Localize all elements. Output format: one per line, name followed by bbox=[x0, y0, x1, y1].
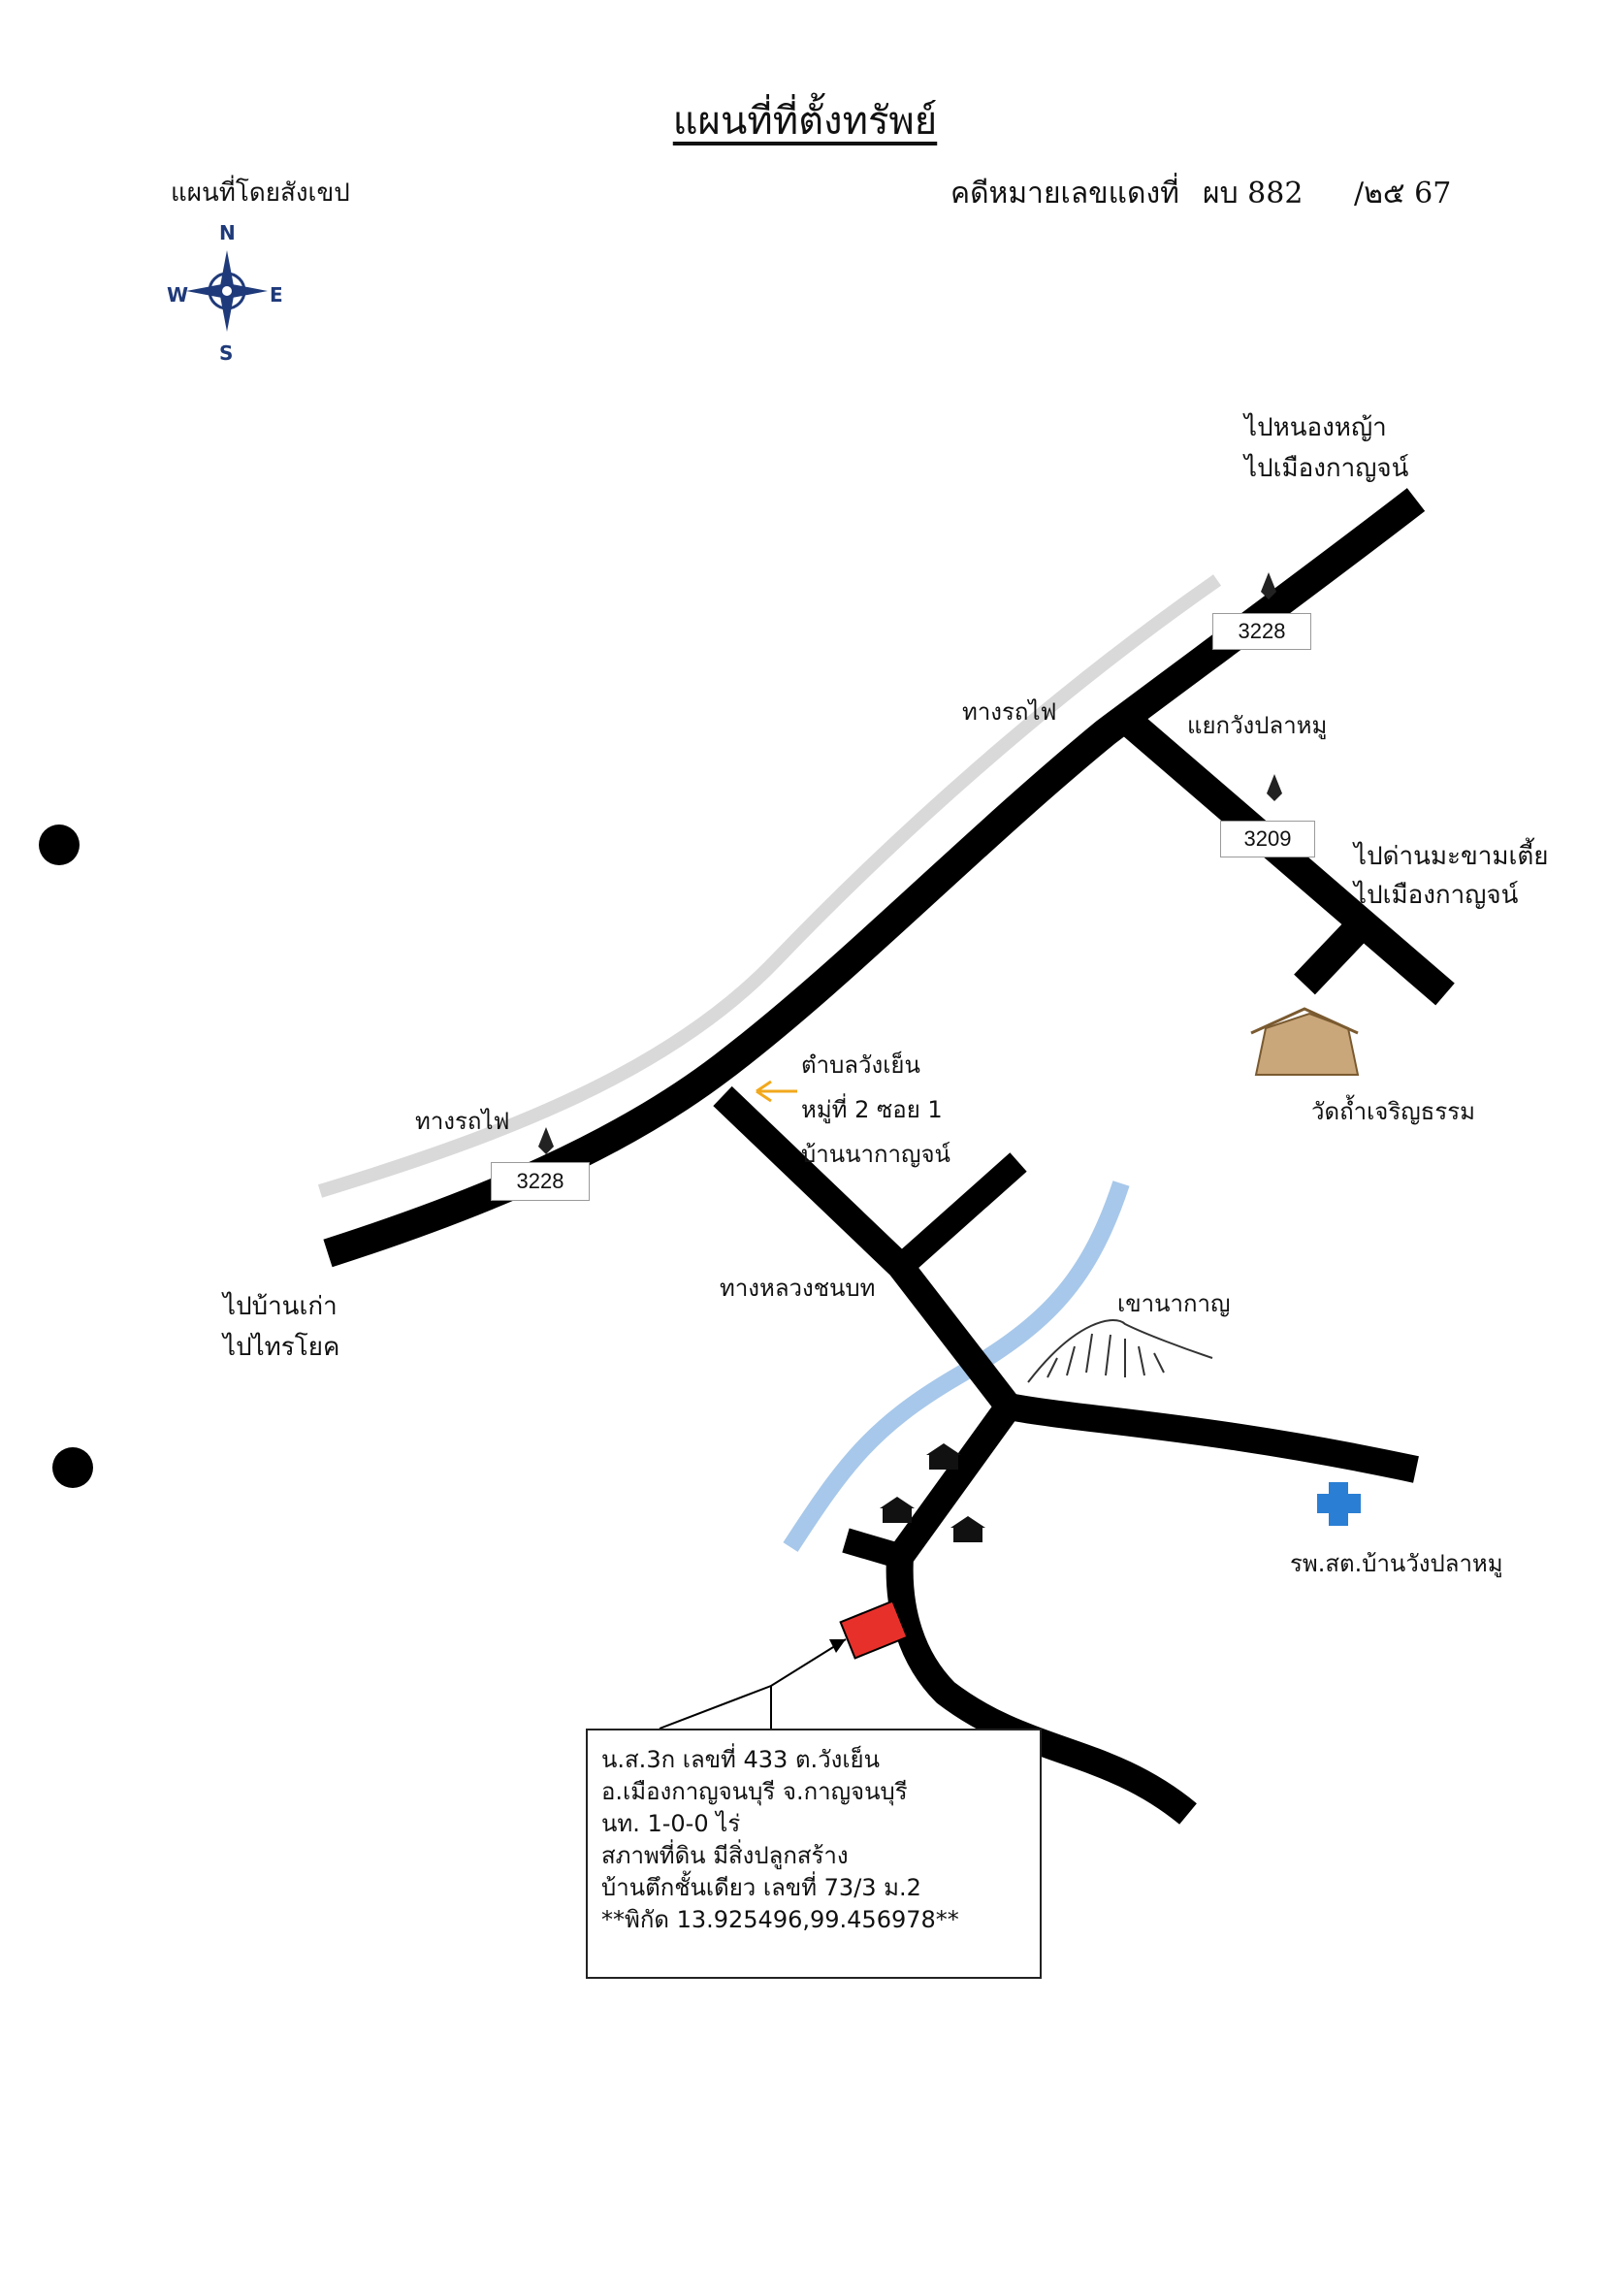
house-icon bbox=[880, 1497, 915, 1523]
hospital-icon bbox=[1317, 1482, 1361, 1526]
case-year: /๒๕ 67 bbox=[1354, 177, 1452, 210]
label-ban-na: บ้านนากาญจน์ bbox=[801, 1141, 950, 1168]
temple-icon bbox=[1250, 1007, 1360, 1076]
route-sign-3209: 3209 bbox=[1220, 821, 1315, 857]
road-3209-spur bbox=[1294, 913, 1373, 995]
label-junction: แยกวังปลาหมู bbox=[1187, 712, 1328, 739]
info-line-deed: น.ส.3ก เลขที่ 433 ต.วังเย็น bbox=[601, 1746, 881, 1773]
house-icon bbox=[950, 1516, 985, 1542]
road-south-spur bbox=[842, 1528, 916, 1572]
label-mountain: เขานากาญ bbox=[1117, 1290, 1231, 1317]
info-line-area: นท. 1-0-0 ไร่ bbox=[601, 1810, 741, 1837]
property-pointer bbox=[659, 1638, 847, 1730]
label-to-ban-kao: ไปบ้านเก่า bbox=[223, 1292, 338, 1321]
label-to-dan: ไปด่านมะขามเตี้ย bbox=[1354, 842, 1549, 871]
label-railway-top: ทางรถไฟ bbox=[962, 698, 1057, 726]
compass-n: N bbox=[219, 221, 236, 244]
label-rural-road: ทางหลวงชนบท bbox=[720, 1275, 876, 1302]
railway-line bbox=[317, 574, 1222, 1198]
road-3209 bbox=[1120, 711, 1455, 1006]
info-line-building: บ้านตึกชั้นเดียว เลขที่ 73/3 ม.2 bbox=[601, 1874, 921, 1901]
garuda-emblem-icon bbox=[538, 572, 1282, 1154]
mountain-icon bbox=[1027, 1319, 1213, 1383]
compass-rose-icon bbox=[186, 250, 268, 332]
info-line-district: อ.เมืองกาญจนบุรี จ.กาญจนบุรี bbox=[601, 1778, 908, 1805]
label-to-mueang-1: ไปเมืองกาญจน์ bbox=[1244, 454, 1409, 483]
map-subtitle: แผนที่โดยสังเขป bbox=[171, 178, 350, 208]
info-line-coordinates: **พิกัด 13.925496,99.456978** bbox=[601, 1906, 959, 1933]
label-temple: วัดถ้ำเจริญธรรม bbox=[1311, 1098, 1475, 1125]
location-arrow bbox=[756, 1080, 797, 1103]
label-to-sai-yok: ไปไทรโยค bbox=[223, 1333, 340, 1362]
label-to-mueang-2: ไปเมืองกาญจน์ bbox=[1354, 881, 1519, 910]
compass-w: W bbox=[167, 283, 189, 307]
river bbox=[783, 1180, 1130, 1552]
info-line-condition: สภาพที่ดิน มีสิ่งปลูกสร้าง bbox=[601, 1842, 849, 1869]
route-sign-3228-top: 3228 bbox=[1212, 613, 1311, 650]
label-railway-left: ทางรถไฟ bbox=[415, 1108, 510, 1135]
case-label: คดีหมายเลขแดงที่ bbox=[950, 177, 1179, 210]
compass-e: E bbox=[270, 283, 283, 307]
page-title: แผนที่ที่ตั้งทรัพย์ bbox=[672, 99, 938, 144]
case-number: ผบ 882 bbox=[1203, 177, 1304, 210]
property-marker bbox=[839, 1600, 909, 1660]
property-info-box: น.ส.3ก เลขที่ 433 ต.วังเย็น อ.เมืองกาญจน… bbox=[586, 1729, 1042, 1979]
route-sign-3228-left: 3228 bbox=[491, 1162, 590, 1201]
punch-hole bbox=[52, 1447, 93, 1488]
label-to-nong-ya: ไปหนองหญ้า bbox=[1244, 413, 1387, 442]
house-icon bbox=[926, 1443, 961, 1470]
compass-s: S bbox=[219, 341, 234, 365]
label-hospital: รพ.สต.บ้านวังปลาหมู bbox=[1290, 1550, 1503, 1577]
road-south bbox=[886, 1398, 1197, 1825]
label-tambon: ตำบลวังเย็น bbox=[801, 1051, 920, 1079]
rural-road-spur bbox=[886, 1152, 1027, 1282]
label-moo: หมู่ที่ 2 ซอย 1 bbox=[801, 1096, 943, 1123]
punch-hole bbox=[39, 825, 80, 865]
road-east bbox=[1006, 1393, 1419, 1483]
